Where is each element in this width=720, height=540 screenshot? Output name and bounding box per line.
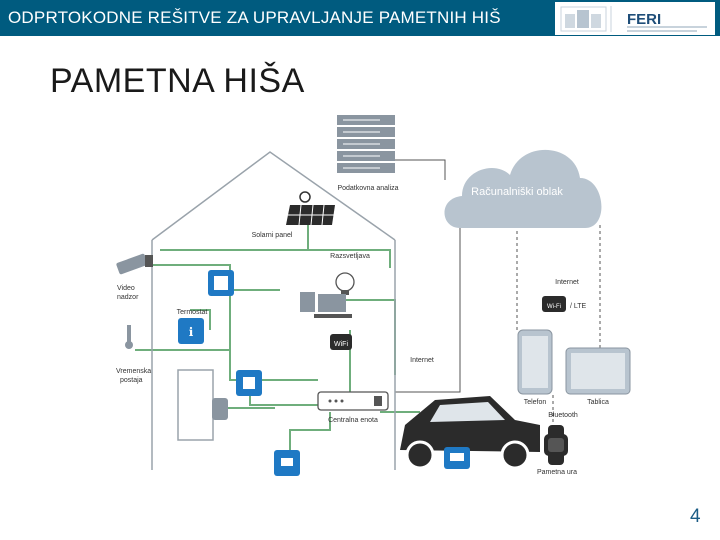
phone-label: Telefon [524,399,547,406]
central-unit-icon [318,392,388,410]
chip-icon-tap [274,450,300,476]
weather-label-2: postaja [120,377,143,384]
chip-icon-kettle [236,370,262,396]
car-chip-icon [444,447,470,469]
smartwatch-icon [544,425,568,465]
svg-text:ℹ: ℹ [189,325,194,339]
bluetooth-label: Bluetooth [548,412,578,419]
wifi-label: Wi-Fi [547,304,561,310]
wifi-lte-icon: Wi-Fi [542,296,566,312]
page-number: 4 [690,506,701,528]
lte-label: / LTE [570,303,587,310]
solar-label: Solarni panel [252,232,293,239]
camera-label-1: Video [117,285,135,292]
hand-switch-icon [212,398,228,420]
computer-icon [300,292,352,318]
camera-label-2: nadzor [117,294,139,301]
phone-icon [518,330,552,394]
light-bulb-icon [336,273,354,295]
weather-label-1: Vremenska [116,368,151,375]
svg-text:WiFi: WiFi [334,341,348,348]
solar-panel-icon [286,192,335,225]
camera-icon [116,253,153,275]
tablet-label: Tablica [587,399,609,406]
chip-icon-lighting [208,270,234,296]
chip-icon-thermostat: ℹ [178,318,204,344]
server-icon [337,115,395,173]
watch-label: Pametna ura [537,469,577,476]
cloud-label: Računalniški oblak [471,186,563,198]
thermometer-icon [125,325,133,349]
lighting-label: Razsvetljava [330,253,370,260]
internet-top-label: Internet [555,279,579,286]
thermostat-label: Termostat [177,309,208,316]
internet-label: Internet [410,357,434,364]
server-label: Podatkovna analiza [337,185,398,192]
central-label: Centralna enota [328,417,378,424]
tablet-icon [566,348,630,394]
wifi-icon: WiFi [330,334,352,350]
